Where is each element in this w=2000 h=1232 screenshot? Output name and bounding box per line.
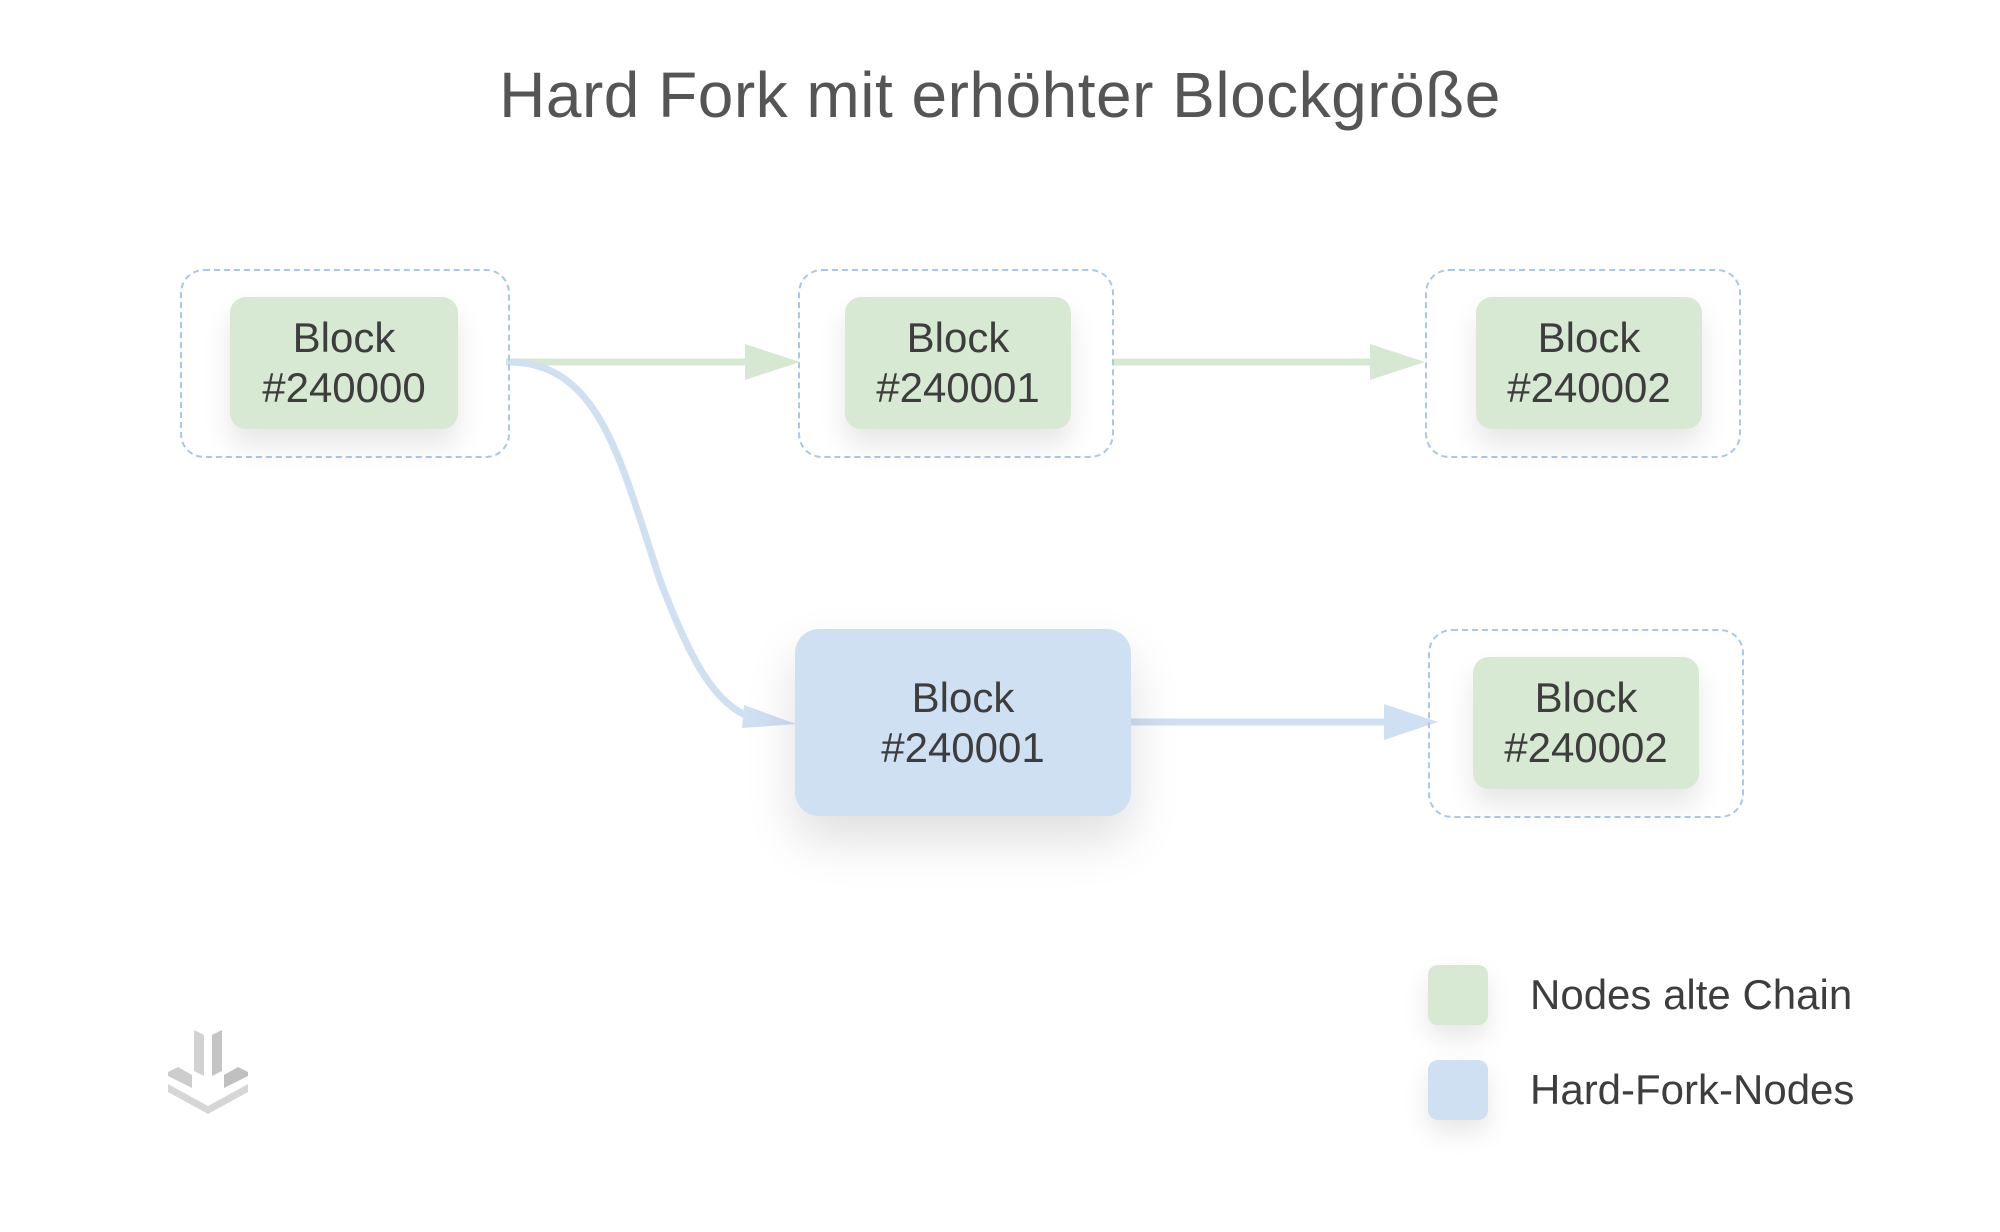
block-240000[interactable]: Block #240000 xyxy=(230,297,458,429)
block-number: #240002 xyxy=(1507,364,1671,411)
legend-swatch-old-chain xyxy=(1428,965,1488,1025)
block-240001-old-chain[interactable]: Block #240001 xyxy=(845,297,1071,429)
block-label: Block xyxy=(292,314,396,361)
edge-genesis-to-fork-1 xyxy=(507,358,754,722)
block-number: #240001 xyxy=(876,364,1040,411)
legend-swatch-hard-fork xyxy=(1428,1060,1488,1120)
node-group-old-1 xyxy=(798,269,1114,458)
block-label: Block xyxy=(911,673,1015,721)
block-label: Block xyxy=(906,314,1010,361)
node-group-genesis xyxy=(180,269,510,458)
diagram-title: Hard Fork mit erhöhter Blockgröße xyxy=(499,59,1501,131)
legend-item-hard-fork: Hard-Fork-Nodes xyxy=(1428,1060,1854,1120)
legend-label-hard-fork: Hard-Fork-Nodes xyxy=(1530,1066,1855,1113)
legend-item-old-chain: Nodes alte Chain xyxy=(1428,965,1852,1025)
block-240001-hard-fork[interactable]: Block #240001 xyxy=(795,629,1131,816)
block-number: #240002 xyxy=(1504,724,1668,771)
node-group-old-2 xyxy=(1425,269,1741,458)
node-group-fork-2 xyxy=(1428,629,1744,818)
block-label: Block xyxy=(1534,674,1638,721)
block-number: #240001 xyxy=(881,723,1045,771)
arrowhead-fork-2 xyxy=(1384,704,1438,740)
arrowhead-old-2 xyxy=(1370,344,1425,380)
legend-label-old-chain: Nodes alte Chain xyxy=(1530,971,1853,1018)
arrowhead-old-1 xyxy=(745,344,800,380)
block-number: #240000 xyxy=(262,364,426,411)
cube-logo-icon xyxy=(168,1030,248,1114)
arrowhead-fork-1 xyxy=(742,705,796,728)
block-label: Block xyxy=(1537,314,1641,361)
block-240002-old-chain[interactable]: Block #240002 xyxy=(1476,297,1702,429)
block-240002-bottom[interactable]: Block #240002 xyxy=(1473,657,1699,789)
